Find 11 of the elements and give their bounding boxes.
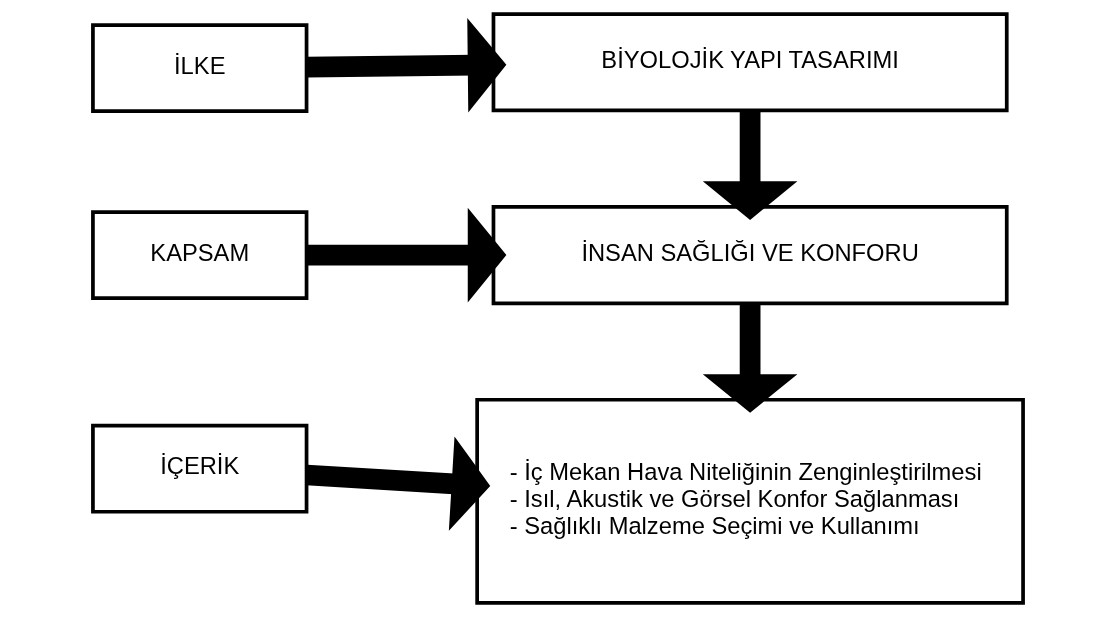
node-box: İNSAN SAĞLIĞI VE KONFORU bbox=[491, 205, 1009, 306]
node-box: BİYOLOJİK YAPI TASARIMI bbox=[491, 12, 1009, 113]
node-box: İÇERİK bbox=[90, 423, 308, 514]
arrow bbox=[702, 303, 797, 413]
node-box: KAPSAM bbox=[90, 210, 308, 300]
arrow bbox=[306, 18, 506, 113]
arrow bbox=[702, 110, 797, 220]
arrow bbox=[305, 436, 490, 531]
arrow bbox=[306, 207, 506, 303]
node-box: - İç Mekan Hava Niteliğinin Zenginleştirilmesi - Isıl, Akustik ve Görsel Konfor Sağlanması - Sağlıklı Malzeme Seçimi ve Kullanımı bbox=[474, 397, 1025, 605]
node-box: İLKE bbox=[90, 23, 308, 114]
